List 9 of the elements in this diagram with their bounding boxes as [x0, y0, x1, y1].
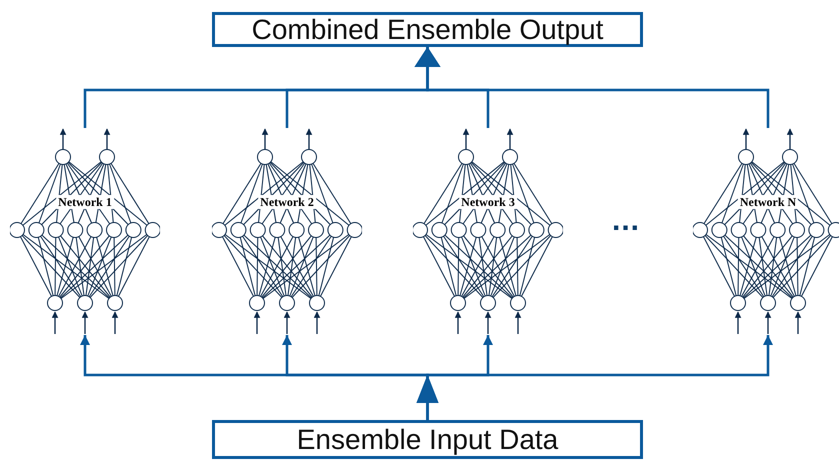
text-box: [212, 420, 643, 459]
box-label: Combined Ensemble Output: [252, 14, 604, 46]
text-box: [212, 12, 643, 47]
ellipsis: ...: [612, 204, 640, 238]
network-label: Network N: [738, 195, 798, 209]
box-label: Ensemble Input Data: [296, 424, 558, 456]
network-label: Network 1: [56, 195, 114, 209]
network-label: Network 2: [258, 195, 316, 209]
network-label: Network 3: [459, 195, 517, 209]
